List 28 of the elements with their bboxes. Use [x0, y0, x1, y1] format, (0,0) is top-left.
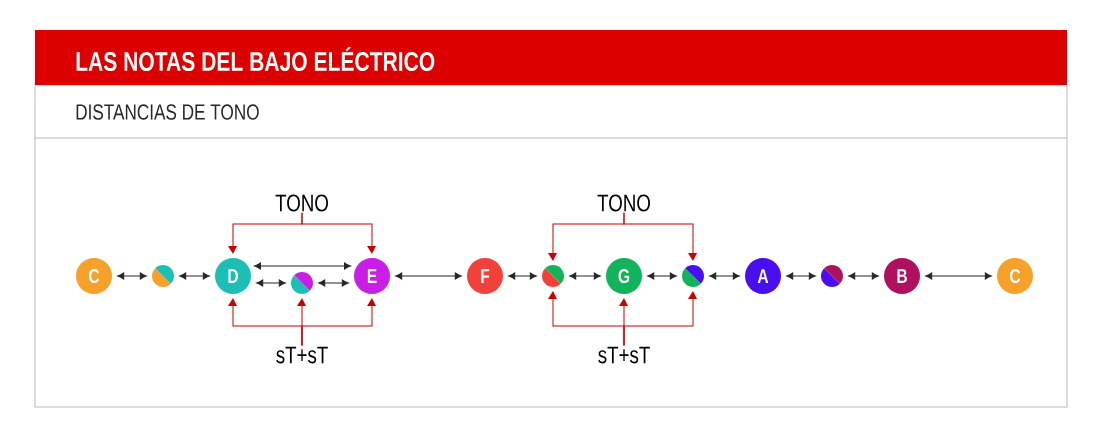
arrow	[256, 279, 286, 287]
arrow	[647, 272, 677, 280]
split-note-circle	[542, 265, 564, 287]
arrow	[569, 272, 601, 280]
arrow	[395, 272, 462, 280]
arrow	[709, 272, 740, 280]
arrow	[179, 272, 210, 280]
arrow	[318, 279, 349, 287]
split-note-circle	[291, 272, 313, 294]
interval-label: sT+sT	[276, 346, 328, 364]
split-note-circle	[152, 265, 174, 287]
arrow	[301, 298, 376, 346]
header-bar: LAS NOTAS DEL BAJO ELÉCTRICO	[35, 30, 1067, 85]
interval-label: sT+sT	[598, 346, 650, 364]
arrow	[508, 272, 537, 280]
arrow	[623, 212, 697, 261]
interval-label: TONO	[275, 194, 328, 212]
arrow	[623, 291, 697, 346]
arrow	[925, 272, 992, 280]
arrow	[848, 272, 879, 280]
arrow	[254, 262, 351, 270]
arrow	[786, 272, 816, 280]
arrow	[117, 272, 147, 280]
split-note-circle	[682, 265, 704, 287]
subtitle: DISTANCIAS DE TONO	[76, 104, 259, 120]
interval-label: TONO	[597, 194, 650, 212]
split-note-circle	[821, 265, 843, 287]
arrow	[301, 212, 376, 254]
